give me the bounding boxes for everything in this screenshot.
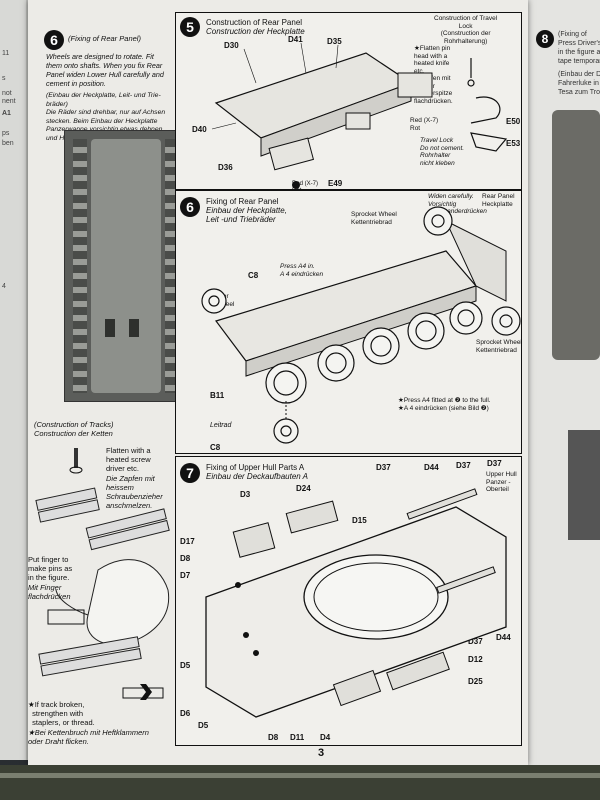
step-6-badge: 6 [180, 197, 200, 217]
part-d35: D35 [327, 37, 342, 46]
tracks-finger-de: Mit Finger flachdrücken [28, 583, 71, 601]
rear-panel-label: Rear Panel Heckplatte [482, 193, 515, 208]
step-6-title-de: Einbau der Heckplatte, Leit -und Triebrä… [206, 206, 287, 224]
fragment: not [2, 90, 12, 97]
sprocket-bottom-label: Sprocket Wheel Kettentriebrad [476, 339, 522, 354]
step-7-title-de: Einbau der Deckaufbauten A [206, 472, 308, 481]
tracks-finger-en: Put finger to make pins as in the figure… [28, 555, 73, 582]
hull-slot [105, 319, 115, 337]
travel-lock-box-title: Construction of Travel Lock (Constructio… [434, 15, 498, 45]
part-d4: D4 [320, 733, 331, 742]
hull-body [91, 139, 161, 393]
part-d37: D37 [487, 459, 502, 468]
page-number: 3 [318, 747, 325, 759]
fragment: ben [2, 140, 14, 147]
part-d24: D24 [296, 484, 311, 493]
step-7-box: 7 Fixing of Upper Hull Parts A Einbau de… [175, 456, 522, 746]
finger-icon [55, 559, 170, 646]
part-d7: D7 [180, 571, 191, 580]
next-page-edge: 8 (Fixing of Press Driver's h in the fig… [526, 0, 600, 770]
tracks-title-de: Construction der Ketten [34, 429, 113, 438]
part-d37: D37 [456, 461, 471, 470]
part-d5: D5 [180, 661, 191, 670]
fragment: s [2, 75, 6, 82]
widen-note: Widen carefully. Vorsichtig auseinanderd… [428, 193, 487, 215]
part-d8: D8 [180, 554, 191, 563]
sprocket-top-label: Sprocket Wheel Kettentriebrad [351, 211, 397, 226]
part-d41: D41 [288, 35, 303, 44]
part-d30: D30 [224, 41, 239, 50]
step-7-title: Fixing of Upper Hull Parts A [206, 463, 305, 472]
part-e49: E49 [328, 179, 343, 188]
part-d36: D36 [218, 163, 233, 172]
part-d8: D8 [268, 733, 279, 742]
part-d5: D5 [198, 721, 209, 730]
rear-panel-diagram [211, 42, 508, 189]
pin-icon [69, 448, 83, 474]
fragment: ps [2, 130, 10, 137]
travel-lock-icon [467, 58, 508, 152]
tracks-flatten-en: Flatten with a heated screw driver etc. [106, 446, 151, 473]
part-d3: D3 [240, 490, 251, 499]
part-d44: D44 [496, 633, 511, 642]
instruction-page: 6 (Fixing of Rear Panel) Wheels are desi… [28, 0, 528, 765]
desk-edge [0, 765, 600, 800]
tracks-broken-de: ★Bei Kettenbruch mit Heftklammern oder D… [28, 728, 149, 746]
step-6-box: 6 Fixing of Rear Panel Einbau der Heckpl… [175, 190, 522, 454]
fragment: A1 [2, 110, 11, 117]
step-7-badge: 7 [180, 463, 200, 483]
part-d17: D17 [180, 537, 195, 546]
tracks-broken-en: ★If track broken, strengthen with staple… [28, 700, 95, 727]
travel-lock-note: Travel Lock Do not cement. Rohrhalter ni… [420, 137, 465, 167]
upper-hull-label: Upper Hull Panzer - Oberteil [486, 471, 517, 493]
hull-slot [129, 319, 139, 337]
part-c8b: C8 [210, 443, 221, 452]
part-d44: D44 [424, 463, 439, 472]
staple-icon [122, 684, 164, 700]
press-a4-note: ★Press A4 fitted at ❷ to the full. ★A 4 … [398, 397, 491, 412]
step-5-badge: 5 [180, 17, 200, 37]
part-d40: D40 [192, 125, 207, 134]
bench-bar [0, 773, 600, 778]
upper-hull-diagram [205, 488, 507, 718]
part-d6: D6 [180, 709, 191, 718]
step-5-box: 5 Construction of Rear Panel Constructio… [175, 12, 522, 194]
lower-hull-photo [64, 130, 188, 402]
leitrad-label: Leitrad [210, 422, 232, 429]
fragment: nent [2, 98, 16, 105]
part-d25: D25 [468, 677, 483, 686]
red-paint-label: Red (X-7) Rot [410, 117, 439, 132]
part-b11: B11 [210, 391, 225, 400]
track-rail [73, 139, 87, 393]
next-page-text: (Fixing of Press Driver's h in the figur… [558, 31, 600, 96]
track-diagram [35, 448, 170, 700]
fragment: 11 [2, 50, 10, 57]
previous-page-edge: 11 s not nent A1 ps ben 4 [0, 0, 28, 760]
part-e53: E53 [506, 139, 521, 148]
fragment: 4 [2, 283, 6, 290]
step-6-title: Fixing of Rear Panel [206, 197, 279, 206]
turret-photo [568, 430, 600, 540]
step-8-badge: 8 [536, 30, 554, 48]
part-d37: D37 [468, 637, 483, 646]
step-5-title-de: Construction der Heckplatte [206, 27, 305, 36]
tracks-title: (Construction of Tracks) [34, 420, 114, 429]
step-6-left-text-en: Wheels are designed to rotate. Fit them … [46, 52, 164, 88]
step-6-left-title: (Fixing of Rear Panel) [68, 34, 141, 43]
tracks-flatten-de: Die Zapfen mit heissem Schraubenzieher a… [106, 474, 163, 510]
step-6-badge-left: 6 [44, 30, 64, 50]
press-a4-label: Press A4 in. A 4 eindrücken [280, 263, 324, 278]
part-d12: D12 [468, 655, 483, 664]
step-5-title: Construction of Rear Panel [206, 18, 303, 27]
part-d15: D15 [352, 516, 367, 525]
part-e50: E50 [506, 117, 521, 126]
lower-hull-diagram [201, 206, 521, 444]
part-d37: D37 [376, 463, 391, 472]
part-d11: D11 [290, 733, 305, 742]
hull-photo [552, 110, 600, 360]
part-c8: C8 [248, 271, 259, 280]
